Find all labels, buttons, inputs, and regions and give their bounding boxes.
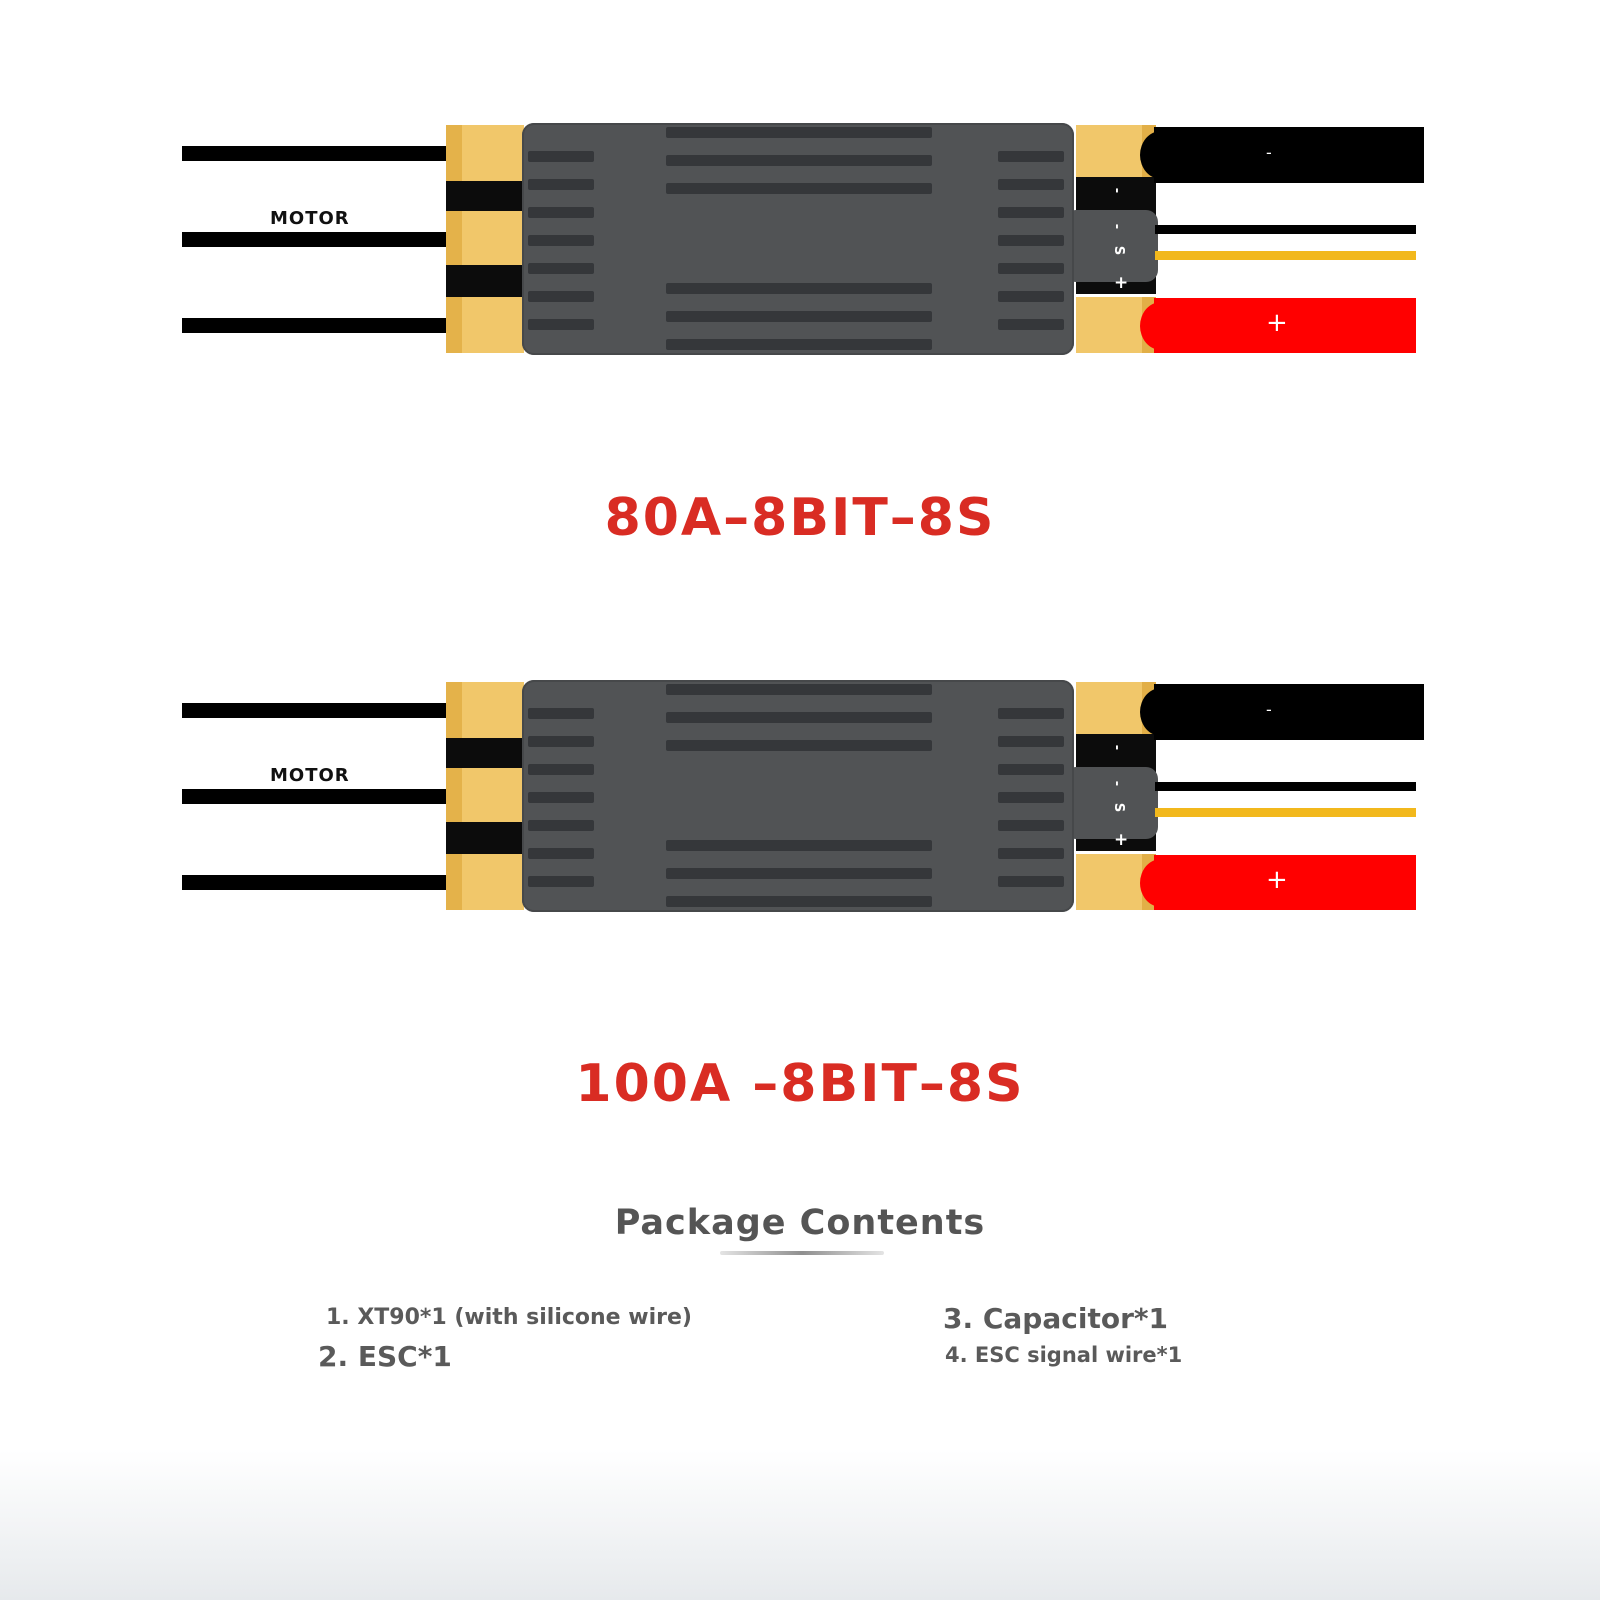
motor-wire-a bbox=[182, 703, 464, 718]
negative-symbol: - bbox=[1266, 700, 1272, 719]
package-item: 3. Capacitor*1 bbox=[943, 1302, 1168, 1335]
pad-separator bbox=[446, 738, 524, 768]
esc-100a-diagram: MOTOR - - S + - + bbox=[0, 672, 1600, 922]
pin-label: - bbox=[1109, 187, 1125, 194]
motor-wire-c bbox=[182, 318, 464, 333]
motor-pad-b bbox=[446, 768, 524, 822]
pin-label: S bbox=[1111, 245, 1127, 256]
esc-body-notch bbox=[1064, 767, 1158, 839]
motor-pad-a bbox=[446, 125, 524, 181]
negative-wire-end bbox=[1140, 688, 1182, 736]
motor-pad-c bbox=[446, 297, 524, 353]
pad-separator bbox=[446, 181, 524, 211]
negative-symbol: - bbox=[1266, 143, 1272, 162]
bottom-fade bbox=[0, 1450, 1600, 1600]
package-item: 4. ESC signal wire*1 bbox=[945, 1343, 1183, 1367]
esc-body bbox=[522, 680, 1074, 912]
motor-pad-c bbox=[446, 854, 524, 910]
positive-wire-end bbox=[1140, 302, 1182, 350]
package-item: 2. ESC*1 bbox=[318, 1340, 452, 1373]
signal-wire-ground bbox=[1155, 782, 1416, 791]
motor-pad-a bbox=[446, 682, 524, 738]
positive-wire-end bbox=[1140, 859, 1182, 907]
esc-body-notch bbox=[1064, 210, 1158, 282]
motor-pad-b bbox=[446, 211, 524, 265]
signal-wire-signal bbox=[1155, 808, 1416, 817]
package-item: 1. XT90*1 (with silicone wire) bbox=[326, 1305, 692, 1330]
negative-power-wire bbox=[1154, 127, 1424, 183]
positive-power-wire bbox=[1154, 855, 1416, 910]
pin-label: S bbox=[1111, 802, 1127, 813]
pin-label: - bbox=[1109, 223, 1125, 230]
pad-separator bbox=[446, 822, 524, 854]
pin-label: + bbox=[1114, 273, 1129, 293]
motor-wire-c bbox=[182, 875, 464, 890]
title-underline bbox=[720, 1251, 884, 1255]
package-contents-title: Package Contents bbox=[614, 1203, 986, 1243]
pin-label: - bbox=[1109, 744, 1125, 751]
motor-wire-b bbox=[182, 789, 464, 804]
pad-separator bbox=[446, 265, 524, 297]
signal-wire-ground bbox=[1155, 225, 1416, 234]
pin-label: + bbox=[1114, 830, 1129, 850]
positive-symbol: + bbox=[1266, 865, 1288, 895]
motor-label: MOTOR bbox=[270, 765, 350, 786]
esc-80a-diagram: MOTOR - - S + - + bbox=[0, 115, 1600, 365]
model-title-80a: 80A–8BIT–8S bbox=[604, 488, 996, 548]
negative-power-wire bbox=[1154, 684, 1424, 740]
motor-wire-a bbox=[182, 146, 464, 161]
motor-label: MOTOR bbox=[270, 208, 350, 229]
motor-wire-b bbox=[182, 232, 464, 247]
model-title-100a: 100A –8BIT–8S bbox=[575, 1054, 1025, 1114]
negative-wire-end bbox=[1140, 131, 1182, 179]
positive-power-wire bbox=[1154, 298, 1416, 353]
pin-label: - bbox=[1109, 780, 1125, 787]
esc-body bbox=[522, 123, 1074, 355]
positive-symbol: + bbox=[1266, 308, 1288, 338]
signal-wire-signal bbox=[1155, 251, 1416, 260]
